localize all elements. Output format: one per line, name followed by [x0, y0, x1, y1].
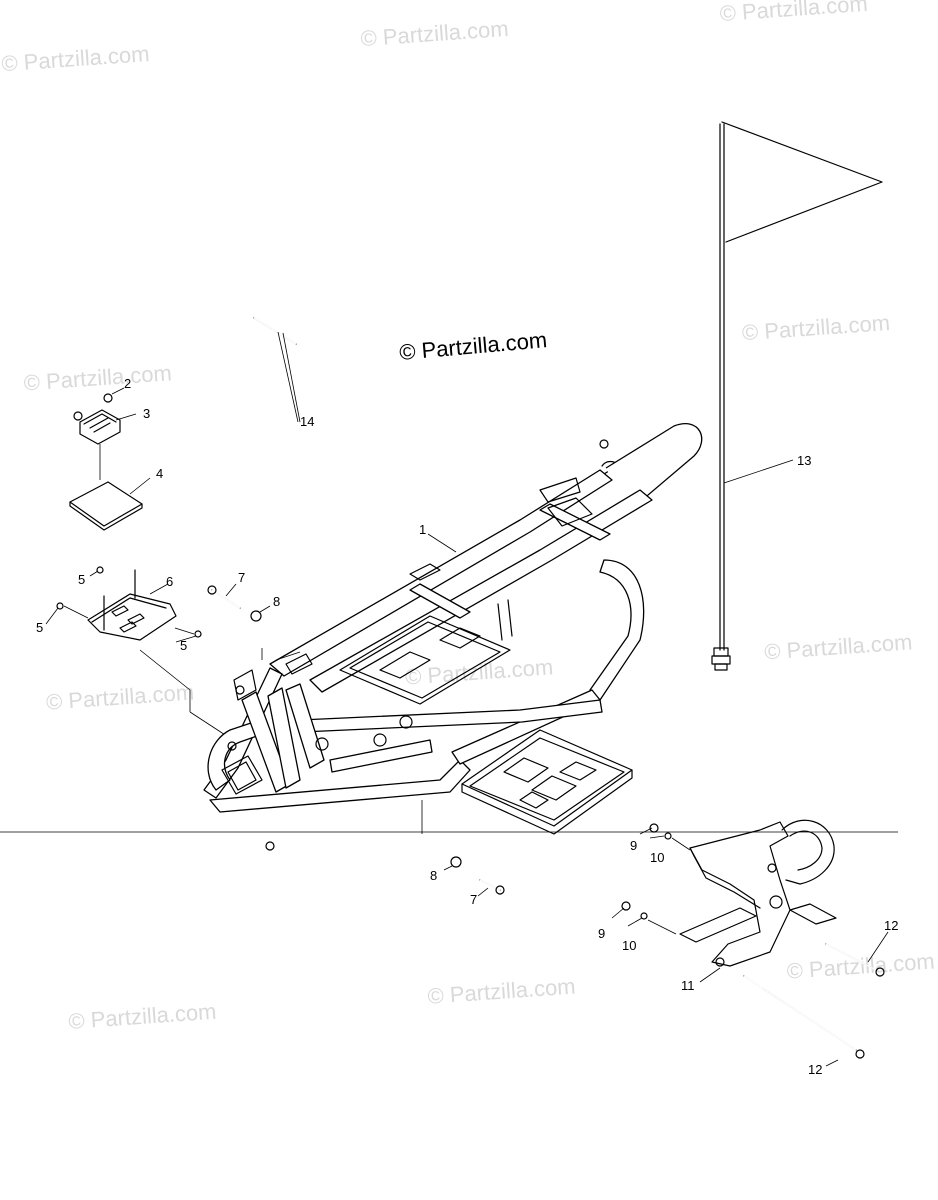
- safety-flag: [711, 121, 883, 671]
- watermark: © Partzilla.com: [23, 360, 173, 395]
- callout-8: 8: [273, 594, 280, 609]
- skid-plate: [45, 566, 237, 743]
- watermark: © Partzilla.com: [45, 679, 195, 714]
- callout-2: 2: [124, 376, 131, 391]
- callout-12: 12: [808, 1062, 822, 1077]
- callout-11: 11: [681, 978, 695, 993]
- callout-labels: 1 2 3 4 5 5 5 6 7 8 7 8 9 10 9 10 11 12 …: [36, 376, 898, 1077]
- callout-8: 8: [430, 868, 437, 883]
- callout-6: 6: [166, 574, 173, 589]
- bolt-nut-upper: [207, 583, 271, 622]
- callout-5: 5: [78, 572, 85, 587]
- callout-5: 5: [36, 620, 43, 635]
- callout-10: 10: [622, 938, 636, 953]
- callout-9: 9: [598, 926, 605, 941]
- watermark: © Partzilla.com: [1, 41, 151, 76]
- callout-7: 7: [470, 892, 477, 907]
- callout-1: 1: [419, 522, 426, 537]
- bolt-nut-lower: [443, 856, 505, 897]
- watermark: © Partzilla.com: [360, 16, 510, 51]
- watermark: © Partzilla.com: [763, 629, 913, 664]
- callout-14: 14: [300, 414, 314, 429]
- watermark: © Partzilla.com: [68, 999, 218, 1034]
- callout-3: 3: [143, 406, 150, 421]
- hitch-bracket: [611, 819, 889, 1067]
- callout-12: 12: [884, 918, 898, 933]
- watermark: © Partzilla.com: [427, 974, 577, 1009]
- callout-13: 13: [797, 453, 811, 468]
- copyright-label: © Partzilla.com: [398, 327, 548, 365]
- watermark: © Partzilla.com: [786, 948, 936, 983]
- bracket-assembly: [69, 387, 151, 531]
- watermark: © Partzilla.com: [741, 310, 891, 345]
- watermarks: © Partzilla.com © Partzilla.com © Partzi…: [1, 0, 936, 1034]
- callout-4: 4: [156, 466, 163, 481]
- watermark: © Partzilla.com: [404, 654, 554, 689]
- callout-7: 7: [238, 570, 245, 585]
- rod-part: [253, 317, 301, 423]
- watermark: © Partzilla.com: [719, 0, 869, 26]
- callout-10: 10: [650, 850, 664, 865]
- callout-5: 5: [180, 638, 187, 653]
- main-frame: [203, 423, 703, 851]
- callout-9: 9: [630, 838, 637, 853]
